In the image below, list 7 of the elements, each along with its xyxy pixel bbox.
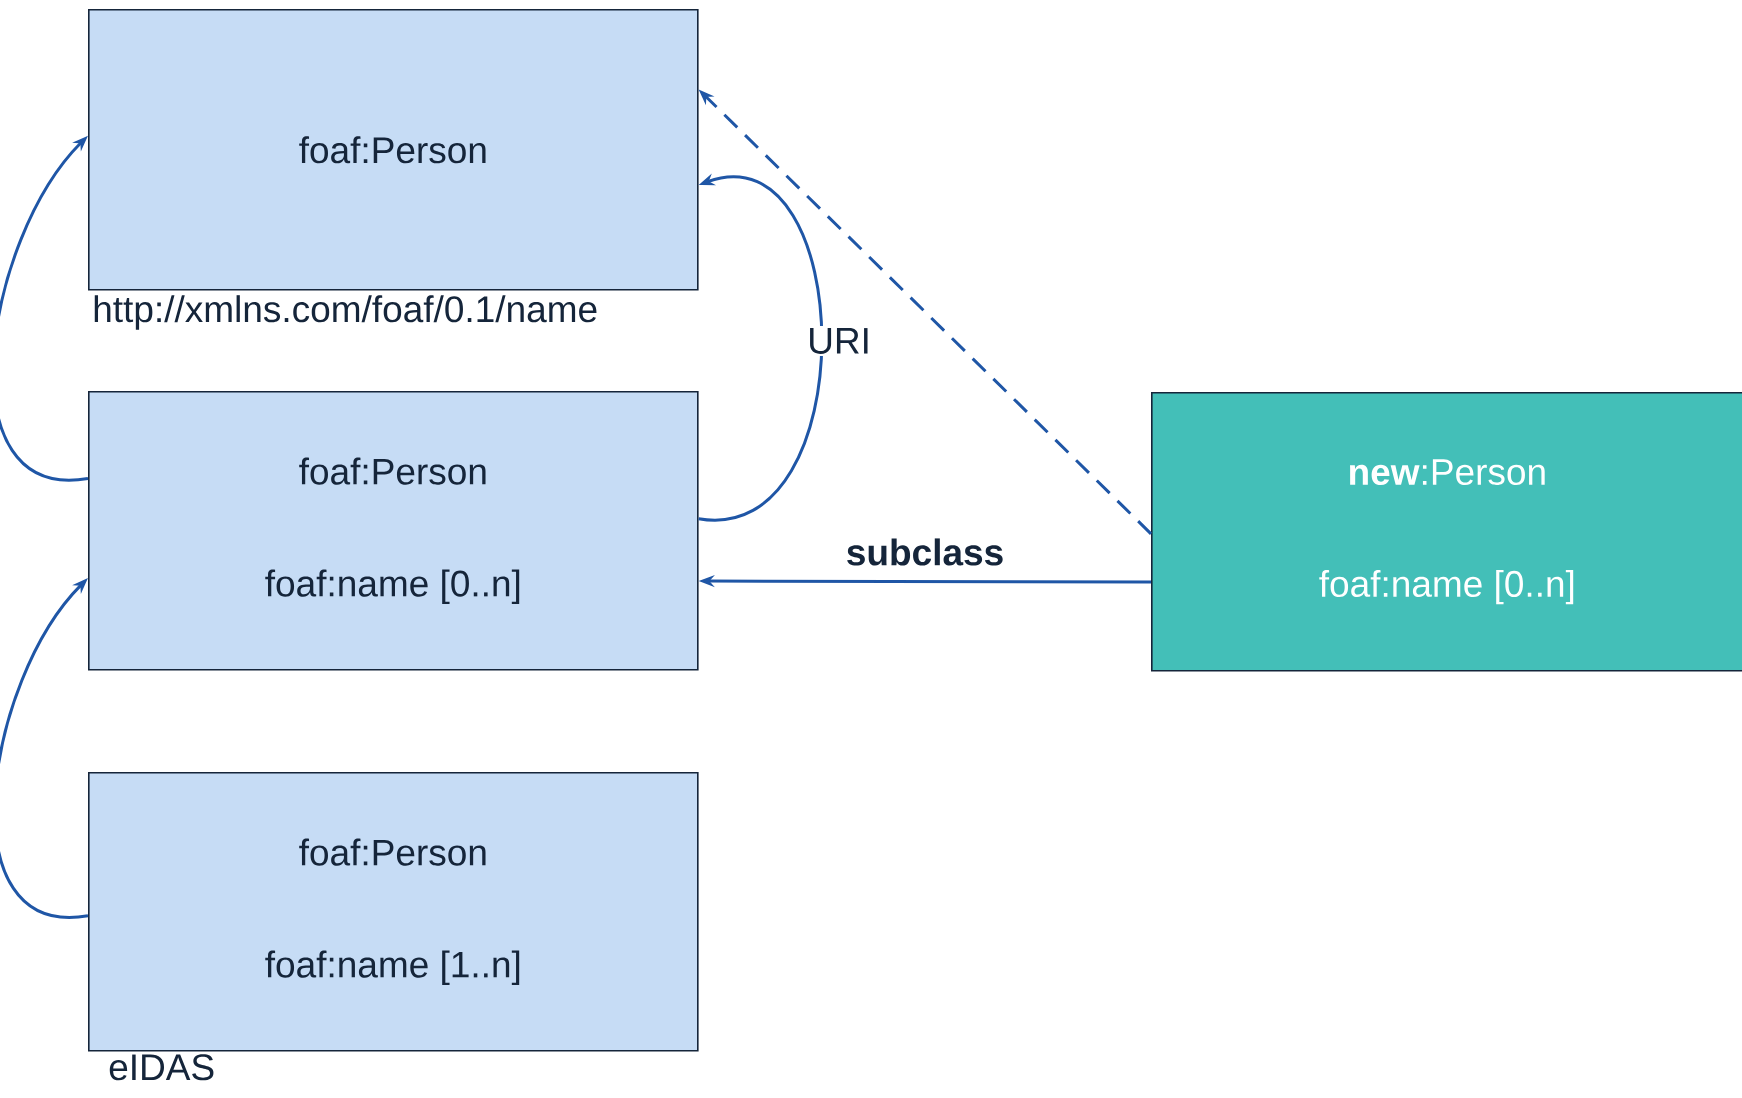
namespace-label: http://xmlns.com/foaf/0.1/name — [94, 295, 597, 330]
edge-label: subclass — [843, 536, 1007, 568]
class-box: foaf:Person foaf:name [0..n] — [88, 391, 699, 671]
class-box: new:Person foaf:name [0..n] — [1151, 392, 1742, 672]
namespace-label: eIDAS — [109, 1054, 214, 1081]
edge-label: URI — [805, 326, 873, 356]
class-box: foaf:Person — [88, 9, 699, 291]
